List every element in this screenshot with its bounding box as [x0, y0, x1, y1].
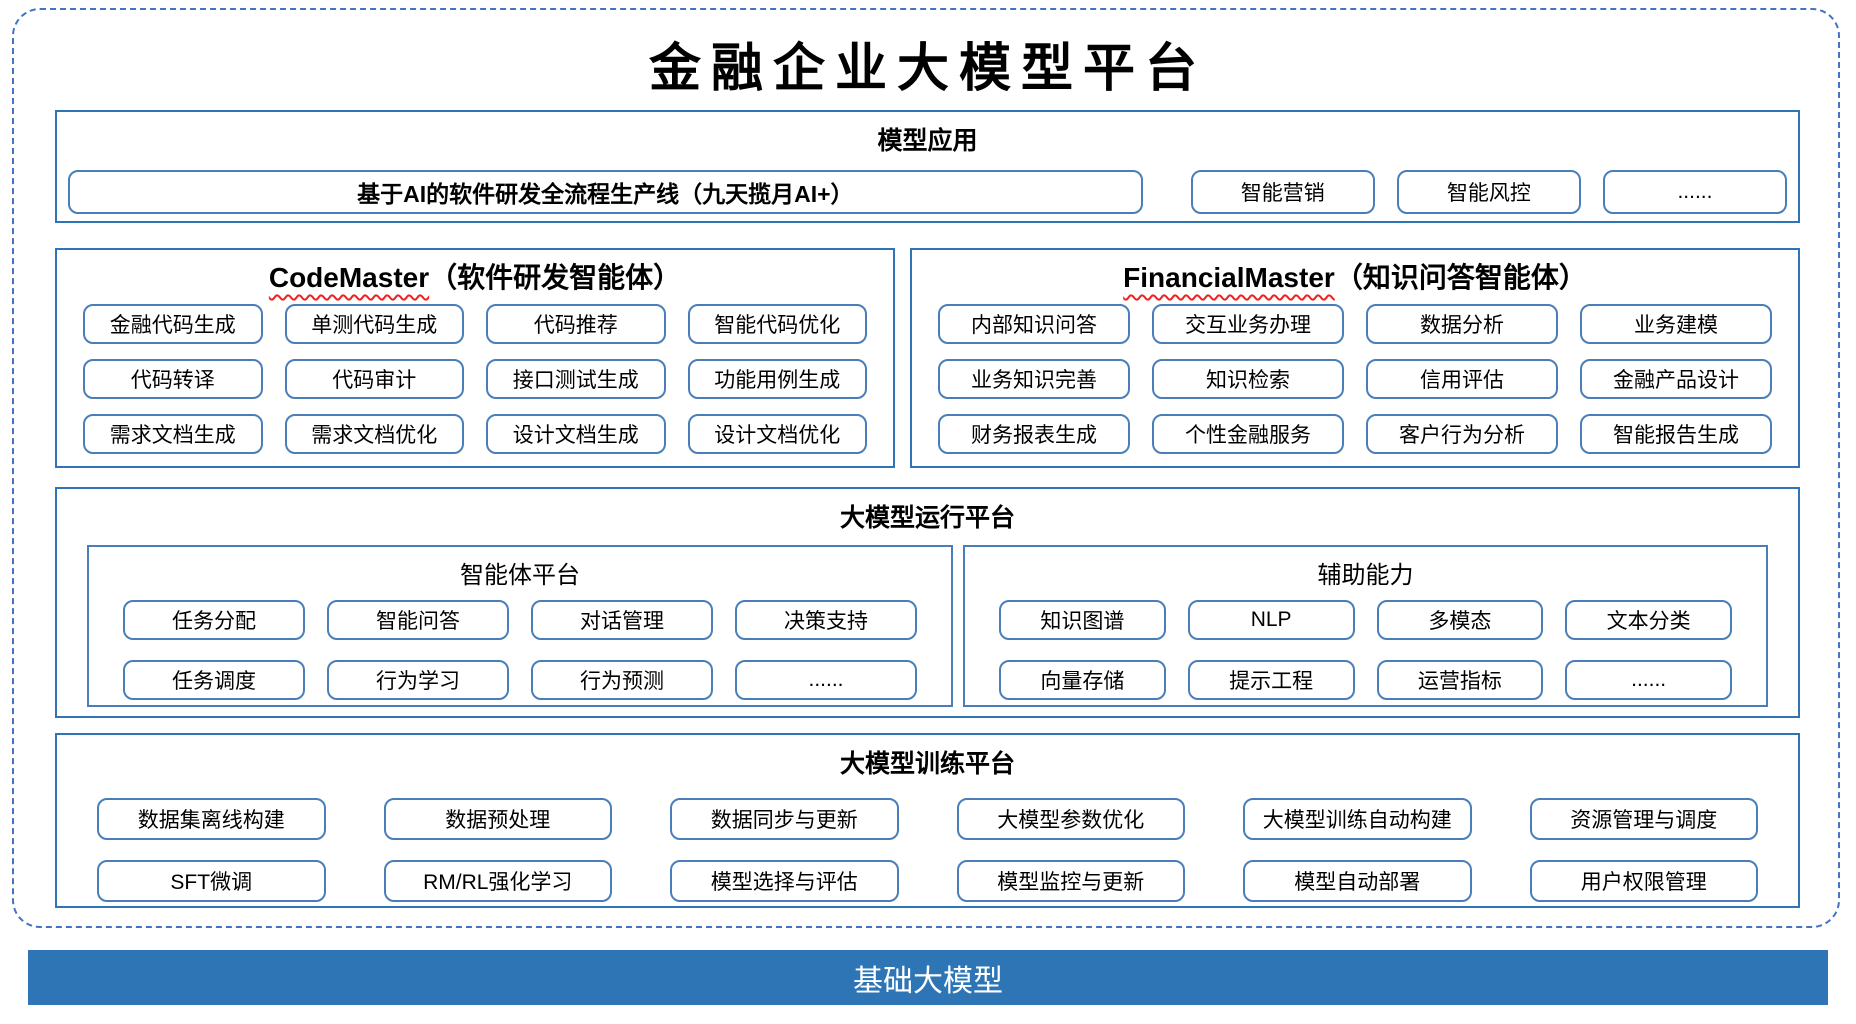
agent-platform-row-1: 任务分配 智能问答 对话管理 决策支持: [89, 600, 951, 640]
auxiliary-row-2: 向量存储 提示工程 运营指标 ......: [965, 660, 1766, 700]
financialmaster-item: 客户行为分析: [1366, 414, 1558, 454]
training-item: 模型监控与更新: [956, 860, 1185, 902]
auxiliary-capabilities-heading: 辅助能力: [1317, 562, 1414, 589]
codemaster-row-1: 金融代码生成 单测代码生成 代码推荐 智能代码优化: [57, 304, 893, 344]
codemaster-row-2: 代码转译 代码审计 接口测试生成 功能用例生成: [57, 359, 893, 399]
codemaster-row-3: 需求文档生成 需求文档优化 设计文档生成 设计文档优化: [57, 414, 893, 454]
financialmaster-subtitle: （知识问答智能体）: [1334, 262, 1587, 293]
training-item: 数据预处理: [383, 798, 612, 840]
app-item-marketing: 智能营销: [1190, 170, 1375, 214]
training-item: 数据集离线构建: [97, 798, 326, 840]
financialmaster-item: 金融产品设计: [1580, 359, 1772, 399]
codemaster-item: 需求文档生成: [83, 414, 263, 454]
agent-platform-item: 对话管理: [531, 600, 713, 640]
section-codemaster: CodeMaster（软件研发智能体） 金融代码生成 单测代码生成 代码推荐 智…: [55, 248, 895, 468]
training-item: 资源管理与调度: [1529, 798, 1758, 840]
training-row-2: SFT微调 RM/RL强化学习 模型选择与评估 模型监控与更新 模型自动部署 用…: [57, 860, 1798, 902]
financialmaster-item: 交互业务办理: [1152, 304, 1344, 344]
agent-platform-item: 任务调度: [123, 660, 305, 700]
codemaster-item: 代码推荐: [486, 304, 666, 344]
codemaster-item: 单测代码生成: [284, 304, 464, 344]
runtime-subsections: 智能体平台 任务分配 智能问答 对话管理 决策支持 任务调度 行为学习 行为预测…: [57, 545, 1798, 707]
agent-platform-row-2: 任务调度 行为学习 行为预测 ......: [89, 660, 951, 700]
training-platform-heading: 大模型训练平台: [839, 750, 1015, 778]
auxiliary-item: 多模态: [1376, 600, 1544, 640]
page-title: 金融企业大模型平台: [648, 38, 1207, 99]
training-item: 模型选择与评估: [670, 860, 899, 902]
auxiliary-item: NLP: [1187, 600, 1355, 640]
codemaster-item: 需求文档优化: [284, 414, 464, 454]
financialmaster-row-3: 财务报表生成 个性金融服务 客户行为分析 智能报告生成: [912, 414, 1798, 454]
auxiliary-row-1: 知识图谱 NLP 多模态 文本分类: [965, 600, 1766, 640]
auxiliary-item: 提示工程: [1187, 660, 1355, 700]
section-model-applications: 模型应用 基于AI的软件研发全流程生产线（九天揽月AI+） 智能营销 智能风控 …: [55, 110, 1800, 223]
codemaster-subtitle: （软件研发智能体）: [429, 262, 682, 293]
codemaster-heading: CodeMaster（软件研发智能体）: [57, 256, 893, 296]
codemaster-item: 设计文档生成: [486, 414, 666, 454]
codemaster-item: 功能用例生成: [687, 359, 867, 399]
model-applications-heading: 模型应用: [877, 127, 978, 155]
training-item: SFT微调: [97, 860, 326, 902]
runtime-platform-heading: 大模型运行平台: [839, 504, 1015, 532]
financialmaster-row-2: 业务知识完善 知识检索 信用评估 金融产品设计: [912, 359, 1798, 399]
training-item: 模型自动部署: [1243, 860, 1472, 902]
agent-platform-heading: 智能体平台: [460, 562, 580, 589]
financialmaster-item: 内部知识问答: [938, 304, 1130, 344]
training-item: 大模型参数优化: [956, 798, 1185, 840]
financialmaster-item: 业务知识完善: [938, 359, 1130, 399]
agent-platform-item: 智能问答: [327, 600, 509, 640]
auxiliary-item: 运营指标: [1376, 660, 1544, 700]
financialmaster-name: FinancialMaster: [1123, 262, 1335, 293]
auxiliary-item: ......: [1565, 660, 1732, 700]
financialmaster-row-1: 内部知识问答 交互业务办理 数据分析 业务建模: [912, 304, 1798, 344]
codemaster-item: 金融代码生成: [83, 304, 263, 344]
app-item-more: ......: [1602, 170, 1788, 214]
training-item: 数据同步与更新: [670, 798, 899, 840]
codemaster-name: CodeMaster: [268, 262, 430, 293]
financialmaster-item: 智能报告生成: [1580, 414, 1772, 454]
subsection-agent-platform: 智能体平台 任务分配 智能问答 对话管理 决策支持 任务调度 行为学习 行为预测…: [87, 545, 953, 707]
section-runtime-platform: 大模型运行平台 智能体平台 任务分配 智能问答 对话管理 决策支持 任务调度 行…: [55, 487, 1800, 718]
agent-platform-item: 行为学习: [327, 660, 509, 700]
financialmaster-heading: FinancialMaster（知识问答智能体）: [912, 256, 1798, 296]
agent-platform-item: 任务分配: [123, 600, 305, 640]
training-item: 用户权限管理: [1529, 860, 1758, 902]
auxiliary-item: 文本分类: [1565, 600, 1732, 640]
financialmaster-item: 信用评估: [1366, 359, 1558, 399]
section-financialmaster: FinancialMaster（知识问答智能体） 内部知识问答 交互业务办理 数…: [910, 248, 1800, 468]
foundation-model-label: 基础大模型: [853, 964, 1003, 998]
model-applications-row: 基于AI的软件研发全流程生产线（九天揽月AI+） 智能营销 智能风控 .....…: [57, 170, 1798, 214]
codemaster-item: 代码转译: [83, 359, 263, 399]
codemaster-item: 接口测试生成: [486, 359, 666, 399]
financialmaster-item: 个性金融服务: [1152, 414, 1344, 454]
training-row-1: 数据集离线构建 数据预处理 数据同步与更新 大模型参数优化 大模型训练自动构建 …: [57, 798, 1798, 840]
agent-platform-item: 行为预测: [531, 660, 713, 700]
financialmaster-item: 财务报表生成: [938, 414, 1130, 454]
training-item: 大模型训练自动构建: [1243, 798, 1472, 840]
financialmaster-item: 知识检索: [1152, 359, 1344, 399]
section-training-platform: 大模型训练平台 数据集离线构建 数据预处理 数据同步与更新 大模型参数优化 大模…: [55, 733, 1800, 908]
foundation-model-bar: 基础大模型: [28, 950, 1828, 1005]
codemaster-item: 设计文档优化: [687, 414, 867, 454]
app-item-risk-control: 智能风控: [1396, 170, 1581, 214]
auxiliary-item: 知识图谱: [999, 600, 1166, 640]
agent-platform-item: 决策支持: [735, 600, 917, 640]
agents-row: CodeMaster（软件研发智能体） 金融代码生成 单测代码生成 代码推荐 智…: [55, 248, 1800, 468]
codemaster-item: 代码审计: [284, 359, 464, 399]
financialmaster-item: 数据分析: [1366, 304, 1558, 344]
app-item-ai-pipeline: 基于AI的软件研发全流程生产线（九天揽月AI+）: [68, 170, 1143, 214]
auxiliary-item: 向量存储: [999, 660, 1166, 700]
training-item: RM/RL强化学习: [383, 860, 612, 902]
outer-dashed-border: [12, 8, 1840, 928]
agent-platform-item: ......: [735, 660, 917, 700]
financialmaster-item: 业务建模: [1580, 304, 1772, 344]
codemaster-item: 智能代码优化: [687, 304, 867, 344]
subsection-auxiliary-capabilities: 辅助能力 知识图谱 NLP 多模态 文本分类 向量存储 提示工程 运营指标 ..…: [963, 545, 1768, 707]
